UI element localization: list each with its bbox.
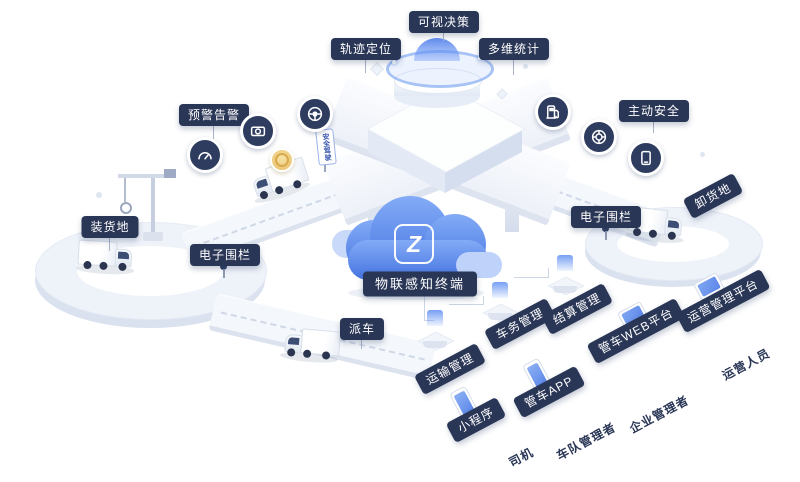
fuel-icon [535, 94, 571, 130]
decor-dot [523, 64, 528, 69]
truck-window [667, 220, 680, 229]
badge-stem [109, 238, 110, 251]
hologram-dome [414, 38, 460, 61]
truck-dispatch [279, 324, 342, 365]
decor-dot [96, 192, 102, 198]
fence-marker-icon [220, 263, 227, 270]
connector-line [548, 268, 549, 278]
cloud-logo-letter: Z [406, 230, 422, 257]
badge-iot-terminal: 物联感知终端 [362, 271, 478, 297]
fence-marker-pole [223, 269, 225, 278]
role-fleet-manager: 车队管理者 [554, 419, 619, 463]
pedestal-side [488, 313, 512, 320]
truck-window [287, 337, 300, 346]
connector-line [449, 304, 483, 305]
connector-line [424, 290, 425, 321]
crane-counterweight [164, 169, 176, 178]
pedestal-side [553, 286, 577, 293]
truck-loading-site [76, 237, 135, 276]
connector-line [483, 296, 484, 305]
badge-fence-left: 电子围栏 [189, 244, 261, 266]
badge-stem [361, 340, 362, 349]
badge-track-location: 轨迹定位 [330, 38, 402, 60]
safe-driving-sign: 安全驾驶 [315, 128, 337, 166]
crane-hook-icon [120, 202, 132, 214]
badge-fence-right: 电子围栏 [570, 206, 642, 228]
hologram-pedestal-vehicle-affairs [482, 282, 520, 323]
pedestal-hologram [427, 310, 443, 326]
crane-arm [118, 174, 176, 178]
badge-stem [213, 126, 214, 139]
badge-active-safety: 主动安全 [618, 100, 690, 122]
truck-window [255, 178, 269, 189]
decor-dot [700, 152, 705, 157]
badge-loading-site: 装货地 [81, 216, 139, 238]
connector-line [514, 277, 548, 278]
iot-cloud: Z [330, 190, 506, 296]
badge-stem [513, 60, 514, 75]
fence-marker-pole [605, 231, 607, 240]
floating-cube [369, 61, 385, 77]
badge-stem [443, 33, 444, 41]
crane-mast [151, 176, 155, 236]
coin-icon [270, 148, 294, 172]
crane-cable [124, 178, 126, 202]
badge-dispatch: 派车 [339, 318, 385, 340]
badge-stem [365, 60, 366, 73]
badge-warning-alert: 预警告警 [178, 104, 250, 126]
role-enterprise-manager: 企业管理者 [627, 392, 692, 436]
sign-pole [324, 162, 326, 172]
steering-wheel-icon [297, 96, 333, 132]
pedestal-side [423, 341, 447, 348]
dashcam-icon [240, 113, 276, 149]
hologram-dot [392, 60, 396, 64]
badge-multi-stats: 多维统计 [478, 38, 550, 60]
fence-marker-icon [602, 225, 609, 232]
hologram-ring [386, 50, 494, 88]
badge-stem [653, 122, 654, 133]
gauge-icon [187, 137, 223, 173]
role-driver: 司机 [506, 445, 537, 470]
device-icon [628, 140, 664, 176]
role-operator: 运营人员 [719, 346, 773, 383]
pedestal-hologram [557, 255, 573, 271]
truck-window [117, 251, 130, 260]
badge-vehicle-app: 管车APP [512, 365, 586, 419]
badge-visual-decision: 可视决策 [408, 11, 480, 33]
hologram-pedestal-transport [417, 310, 455, 351]
cloud-logo: Z [394, 224, 434, 264]
tire-icon [581, 119, 617, 155]
crane-base [143, 232, 163, 241]
pedestal-hologram [492, 282, 508, 298]
hologram-pedestal-settlement [547, 255, 585, 296]
